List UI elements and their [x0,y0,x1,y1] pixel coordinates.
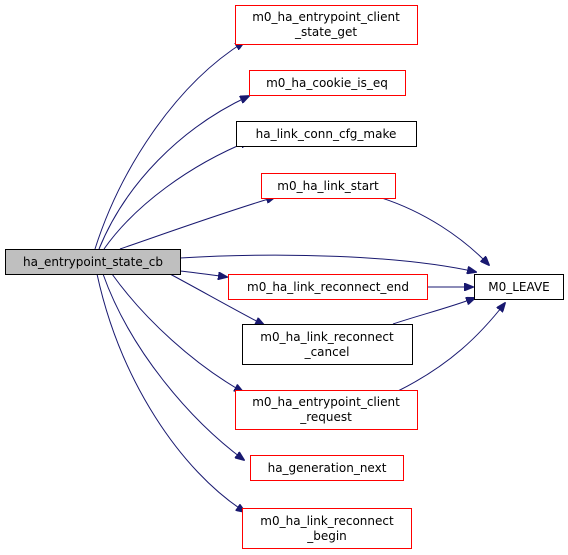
node-link-start-label: m0_ha_link_start [277,179,379,193]
node-link-start-box [261,173,396,199]
node-reconnect-begin[interactable]: m0_ha_link_reconnect _begin [242,508,412,549]
node-root[interactable]: ha_entrypoint_state_cb [5,249,181,275]
node-reconnect-begin-label-line1: m0_ha_link_reconnect [260,514,394,528]
node-cookie-is-eq-box [249,70,406,96]
edge-root-to-reconnect-begin [96,273,245,512]
node-conn-cfg-make-box [236,121,417,147]
node-root-box [5,249,181,275]
edges [94,42,505,512]
node-cookie-is-eq[interactable]: m0_ha_cookie_is_eq [249,70,406,96]
edge-root-to-cookie-is-eq [98,96,249,250]
node-client-state-get-box [235,5,418,45]
node-root-label: ha_entrypoint_state_cb [23,255,163,269]
node-m0-leave-label: M0_LEAVE [488,280,550,294]
edge-root-to-reconnect-cancel [169,273,264,325]
node-conn-cfg-make-label: ha_link_conn_cfg_make [256,127,397,141]
node-reconnect-end[interactable]: m0_ha_link_reconnect_end [228,274,428,300]
node-client-request-label-line1: m0_ha_entrypoint_client [252,395,400,409]
node-reconnect-cancel-label-line2: _cancel [304,345,350,359]
node-client-request[interactable]: m0_ha_entrypoint_client _request [235,390,418,430]
node-reconnect-begin-box [242,508,412,549]
node-reconnect-cancel[interactable]: m0_ha_link_reconnect _cancel [242,324,413,365]
edge-link-start-to-m0-leave [371,194,489,265]
edge-root-to-generation-next [102,273,244,460]
node-conn-cfg-make[interactable]: ha_link_conn_cfg_make [236,121,417,147]
edge-root-to-link-start [119,197,275,250]
edge-root-to-conn-cfg-make [103,141,249,250]
node-client-request-box [235,390,418,430]
node-reconnect-begin-label-line2: _begin [306,529,347,543]
node-m0-leave[interactable]: M0_LEAVE [474,274,564,300]
node-client-state-get-label-line2: _state_get [294,25,357,39]
node-generation-next-box [250,455,404,481]
node-cookie-is-eq-label: m0_ha_cookie_is_eq [266,76,388,90]
node-reconnect-cancel-box [242,324,413,365]
edge-client-request-to-m0-leave [397,303,505,392]
node-link-start[interactable]: m0_ha_link_start [261,173,396,199]
node-generation-next-label: ha_generation_next [268,461,387,475]
edge-root-to-reconnect-end [179,270,227,277]
node-client-state-get-label-line1: m0_ha_entrypoint_client [252,10,400,24]
edge-root-to-client-request [111,273,243,392]
node-client-state-get[interactable]: m0_ha_entrypoint_client _state_get [235,5,418,45]
node-reconnect-end-box [228,274,428,300]
edge-root-to-client-state-get [94,42,244,250]
node-m0-leave-box [474,274,564,300]
node-client-request-label-line2: _request [299,410,352,424]
node-reconnect-end-label: m0_ha_link_reconnect_end [247,280,409,294]
node-generation-next[interactable]: ha_generation_next [250,455,404,481]
edge-reconnect-cancel-to-m0-leave [392,298,475,325]
node-reconnect-cancel-label-line1: m0_ha_link_reconnect [260,330,394,344]
edge-root-to-m0-leave [179,254,476,272]
